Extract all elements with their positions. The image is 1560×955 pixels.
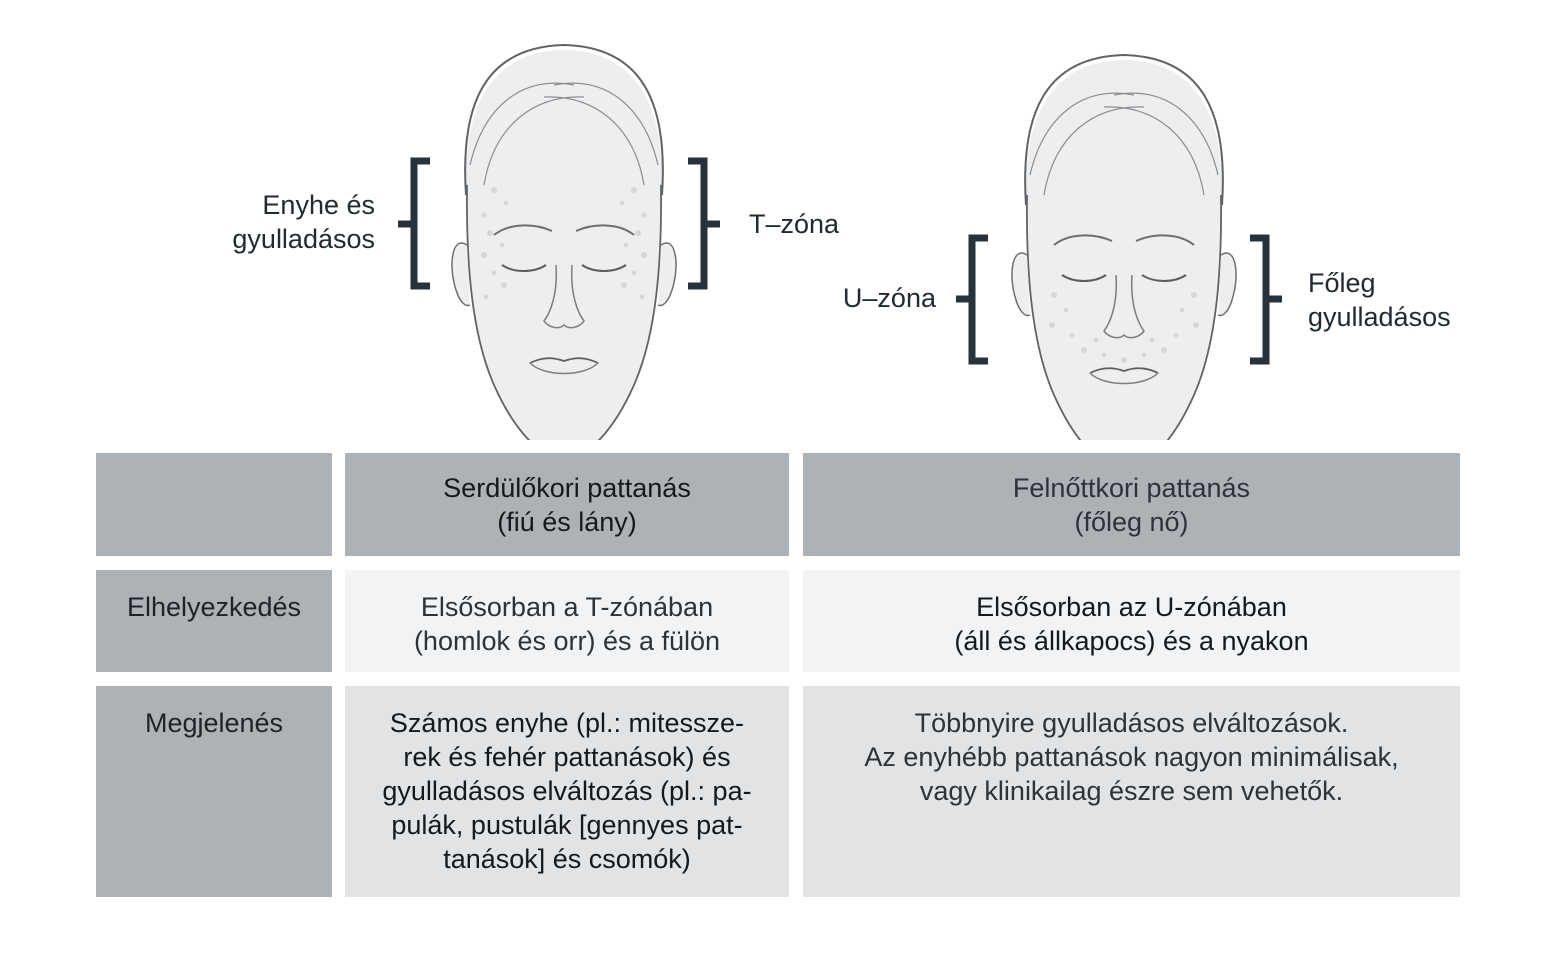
row-label-appearance: Megjelenés xyxy=(96,686,332,897)
bracket-right-adult xyxy=(1250,234,1282,365)
cell-location-adult: Elsősorban az U-zónában (áll és állkapoc… xyxy=(803,570,1460,672)
row-label-location: Elhelyezkedés xyxy=(96,570,332,672)
table-corner-cell xyxy=(96,453,332,556)
t-zone-label: T–zóna xyxy=(749,209,840,239)
cell-appearance-teen: Számos enyhe (pl.: mitessze- rek és fehé… xyxy=(345,686,789,897)
cell-appearance-adult: Többnyire gyulladásos elváltozások. Az e… xyxy=(803,686,1460,897)
bracket-left-teen xyxy=(398,157,430,290)
bracket-right-teen xyxy=(688,157,720,290)
column-header-adult: Felnőttkori pattanás (főleg nő) xyxy=(803,453,1460,556)
face-adult xyxy=(1001,54,1247,440)
cell-location-teen: Elsősorban a T-zónában (homlok és orr) é… xyxy=(345,570,789,672)
face-teen xyxy=(441,44,687,440)
teen-severity-label: Enyhe és gyulladásos xyxy=(232,190,375,254)
faces-illustration xyxy=(398,44,1282,440)
u-zone-label: U–zóna xyxy=(842,283,936,313)
column-header-teen: Serdülőkori pattanás (fiú és lány) xyxy=(345,453,789,556)
bracket-left-adult xyxy=(956,234,988,365)
adult-severity-label: Főleg gyulladásos xyxy=(1308,268,1451,332)
